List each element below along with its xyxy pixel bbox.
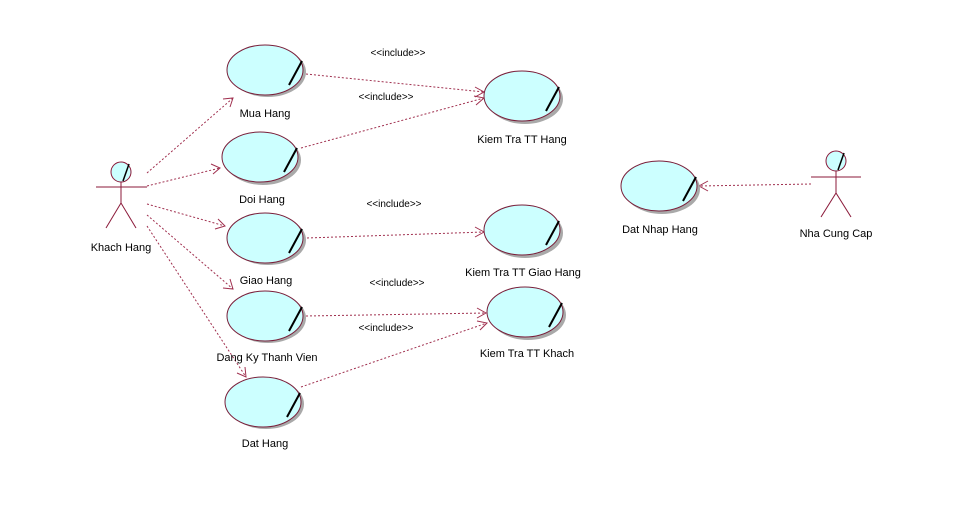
assoc-customer-doi-hang xyxy=(146,163,221,187)
use-case-dang-ky-thanh-vien[interactable] xyxy=(226,290,306,343)
use-case-label-dat-nhap-hang: Dat Nhap Hang xyxy=(622,224,698,236)
use-case-doi-hang[interactable] xyxy=(221,131,301,185)
include-stereotype: <<include>> xyxy=(358,323,413,334)
assoc-customer-mua-hang xyxy=(146,97,234,174)
actor-label-customer: Khach Hang xyxy=(91,242,152,254)
use-case-mua-hang[interactable] xyxy=(226,44,306,97)
actor-customer[interactable] xyxy=(96,161,147,229)
assoc-customer-dang-ky xyxy=(146,214,234,290)
use-case-label-dat-hang: Dat Hang xyxy=(242,438,288,450)
use-case-kiem-tra-tt-hang[interactable] xyxy=(483,70,563,124)
actor-label-supplier: Nha Cung Cap xyxy=(800,228,873,240)
include-doi-hang-kiem-tra xyxy=(300,95,486,149)
use-case-kiem-tra-tt-giao-hang[interactable] xyxy=(483,204,563,258)
include-dat-hang-kiem-tra-khach xyxy=(300,320,489,388)
use-case-label-kiem-tra-tt-khach: Kiem Tra TT Khach xyxy=(480,348,574,360)
use-case-label-mua-hang: Mua Hang xyxy=(240,108,291,120)
include-giao-hang-kiem-tra-giao xyxy=(306,226,486,239)
actor-supplier[interactable] xyxy=(811,150,861,218)
use-case-label-kiem-tra-tt-giao-hang: Kiem Tra TT Giao Hang xyxy=(465,267,581,279)
include-stereotype: <<include>> xyxy=(358,92,413,103)
use-case-label-giao-hang: Giao Hang xyxy=(240,275,293,287)
use-case-dat-nhap-hang[interactable] xyxy=(620,160,700,214)
assoc-supplier-dat-nhap-hang xyxy=(697,180,812,192)
use-case-dat-hang[interactable] xyxy=(224,376,304,429)
use-case-kiem-tra-tt-khach[interactable] xyxy=(486,286,566,340)
include-dang-ky-kiem-tra-khach xyxy=(305,307,488,319)
use-case-label-kiem-tra-tt-hang: Kiem Tra TT Hang xyxy=(477,134,566,146)
include-stereotype: <<include>> xyxy=(369,278,424,289)
assoc-customer-giao-hang xyxy=(146,203,226,230)
use-case-label-doi-hang: Doi Hang xyxy=(239,194,285,206)
include-stereotype: <<include>> xyxy=(366,199,421,210)
include-stereotype: <<include>> xyxy=(370,48,425,59)
assoc-customer-dat-hang xyxy=(146,225,247,378)
use-case-label-dang-ky-thanh-vien: Dang Ky Thanh Vien xyxy=(216,352,317,364)
use-case-giao-hang[interactable] xyxy=(226,212,306,265)
